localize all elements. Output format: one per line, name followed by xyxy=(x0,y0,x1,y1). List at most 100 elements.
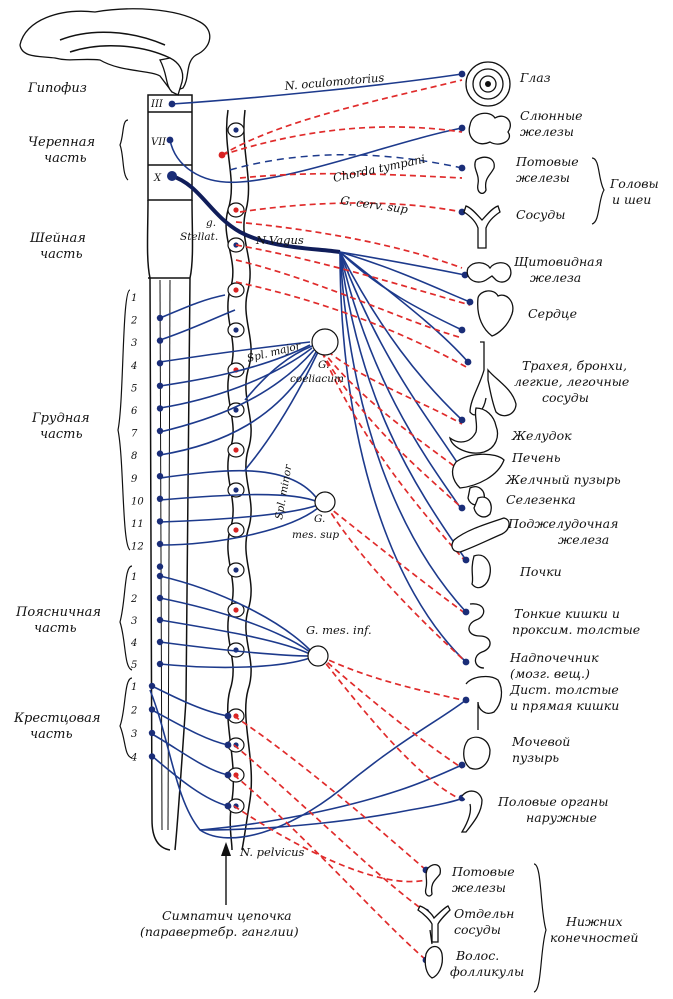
label-salivary-1: Слюнные xyxy=(520,108,583,123)
segment-number-sacral-4: 4 xyxy=(130,753,137,764)
vessel-limb-icon xyxy=(417,905,451,943)
label-genitals-1: Половые органы xyxy=(497,794,608,809)
small-intestine-icon xyxy=(468,603,491,669)
label-vessels-head: Сосуды xyxy=(516,207,565,222)
label-salivary-2: железы xyxy=(520,124,574,139)
label-kidneys: Почки xyxy=(519,564,562,579)
label-large-intestine-1: Дист. толстые xyxy=(509,682,619,697)
segment-number-sacral-1: 1 xyxy=(131,682,137,693)
label-spleen: Селезенка xyxy=(506,492,576,507)
horn-cell-thoracic-5 xyxy=(156,405,164,412)
genitals-icon xyxy=(460,790,483,833)
segment-number-thoracic-6: 6 xyxy=(131,406,138,417)
horn-cell-thoracic-1 xyxy=(156,314,164,322)
label-adrenal-2: (мозг. вещ.) xyxy=(510,666,590,681)
segment-number-lumbar-1: 1 xyxy=(131,572,137,583)
horn-cell-thoracic-4 xyxy=(156,382,164,389)
fiber-endpoint-13 xyxy=(462,608,470,616)
horn-cell-lumbar-3 xyxy=(156,616,164,624)
fiber-endpoint-22 xyxy=(166,136,174,144)
pancreas-icon xyxy=(451,517,510,553)
horn-cell-thoracic-8 xyxy=(156,473,164,480)
label-cervical-1: Шейная xyxy=(29,231,86,246)
fiber-endpoint-9 xyxy=(458,416,466,424)
horn-cell-thoracic-10 xyxy=(156,518,164,525)
chain-ganglion-cell-4 xyxy=(233,287,239,293)
segment-number-thoracic-7: 7 xyxy=(131,429,138,440)
cranial-nerve-labels: III VII X xyxy=(150,99,167,184)
sweat-gland-head-icon xyxy=(474,156,495,195)
fiber-endpoint-11 xyxy=(458,504,466,512)
segment-number-thoracic-10: 10 xyxy=(131,496,144,507)
chain-ganglion-cell-9 xyxy=(233,487,239,493)
label-coeliacum-2: coeliacum xyxy=(290,373,344,385)
cranial-nerve-iii: III xyxy=(150,99,164,110)
segment-number-lumbar-2: 2 xyxy=(130,594,137,605)
chorda-tympani-fiber xyxy=(229,154,463,171)
label-sweat-limb-1: Потовые xyxy=(451,864,515,879)
fiber-endpoint-16 xyxy=(458,761,466,769)
label-gallbladder: Желчный пузырь xyxy=(505,472,621,487)
label-vagus: N.Vagus xyxy=(255,233,304,247)
segment-number-thoracic-5: 5 xyxy=(131,383,137,394)
salivary-gland-icon xyxy=(468,112,511,145)
label-mes-inf: G. mes. inf. xyxy=(306,623,372,637)
cranial-nerve-vii: VII xyxy=(151,137,167,148)
label-mes-sup-2: mes. sup xyxy=(292,529,339,541)
lungs-icon xyxy=(469,341,517,417)
label-thoracic-2: часть xyxy=(40,427,83,442)
label-stomach: Желудок xyxy=(511,428,572,443)
horn-cell-thoracic-12 xyxy=(156,563,164,570)
fiber-endpoint-30 xyxy=(224,771,232,779)
segment-number-thoracic-12: 12 xyxy=(131,542,144,553)
horn-cell-thoracic-11 xyxy=(156,540,164,548)
nerve-labels: N. oculomotorius Chorda tympani G. cerv.… xyxy=(180,70,427,859)
label-cervical-2: часть xyxy=(40,247,83,262)
heart-icon xyxy=(477,290,514,337)
fiber-endpoint-29 xyxy=(224,741,232,749)
label-lumbar-1: Поясничная xyxy=(15,605,101,620)
sweat-gland-limb-icon xyxy=(424,863,441,897)
parasympathetic-fibers xyxy=(149,73,471,839)
horn-cell-thoracic-9 xyxy=(156,495,164,502)
brain-outline xyxy=(19,8,211,96)
fiber-endpoint-3 xyxy=(458,164,466,172)
stomach-icon xyxy=(449,407,499,454)
horn-cell-thoracic-3 xyxy=(156,360,164,367)
fiber-endpoint-7 xyxy=(458,326,466,334)
spinal-cord xyxy=(146,94,194,851)
fiber-endpoint-4 xyxy=(458,208,466,216)
label-sacral-1: Крестцовая xyxy=(13,711,101,726)
chain-ganglion-cell-1 xyxy=(233,127,239,133)
label-pancreas-2: железа xyxy=(558,532,609,547)
label-adrenal-1: Надпочечник xyxy=(509,650,599,665)
label-lumbar-2: часть xyxy=(34,621,77,636)
segment-number-thoracic-4: 4 xyxy=(130,361,137,372)
liver-icon xyxy=(451,453,505,489)
horn-cell-sacral-2 xyxy=(148,706,156,713)
segment-number-sacral-2: 2 xyxy=(130,706,137,717)
label-vessels-limb-1: Отдельн xyxy=(454,906,514,921)
label-head-neck-1: Головы xyxy=(609,176,659,191)
organ-braces xyxy=(533,157,605,993)
fiber-endpoint-24 xyxy=(218,151,226,159)
chain-ganglion-cell-7 xyxy=(233,407,239,413)
segment-number-thoracic-11: 11 xyxy=(131,519,144,530)
kidney-icon xyxy=(471,554,491,589)
label-chain-2: (паравертебр. ганглии) xyxy=(140,924,299,939)
spleen-icon xyxy=(473,496,492,518)
fiber-endpoint-23 xyxy=(167,171,177,181)
label-chain-1: Симпатич цепочка xyxy=(162,908,292,923)
label-small-intestine-2: проксим. толстые xyxy=(512,622,640,637)
segment-number-thoracic-3: 3 xyxy=(131,338,137,349)
label-vessels-limb-2: сосуды xyxy=(454,922,501,937)
label-pituitary: Гипофиз xyxy=(27,81,87,96)
fiber-endpoint-12 xyxy=(462,556,470,564)
label-liver: Печень xyxy=(511,450,561,465)
label-heart: Сердце xyxy=(528,306,577,321)
horn-cell-lumbar-4 xyxy=(156,638,164,646)
segment-number-lumbar-3: 3 xyxy=(131,616,137,627)
sympathetic-fibers xyxy=(221,79,471,961)
